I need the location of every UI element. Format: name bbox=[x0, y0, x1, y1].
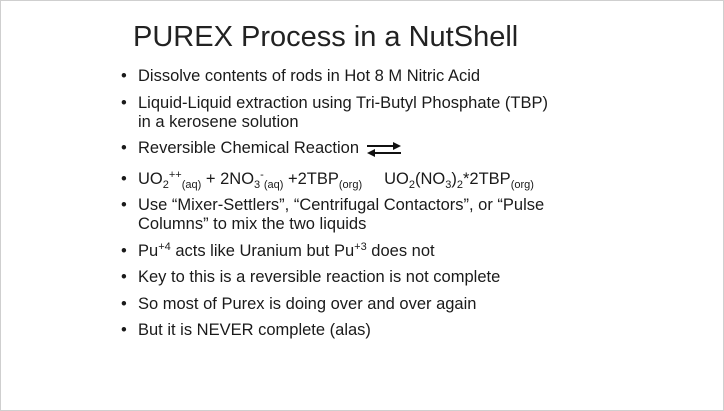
bullet-text: So most of Purex is doing over and over … bbox=[138, 294, 477, 313]
bullet-text: But it is NEVER complete (alas) bbox=[138, 321, 371, 339]
bullet-item: Use “Mixer-Settlers”, “Centrifugal Conta… bbox=[121, 196, 681, 234]
bullet-text-line2: Columns” to mix the two liquids bbox=[138, 215, 367, 233]
bullet-item: Dissolve contents of rods in Hot 8 M Nit… bbox=[121, 67, 681, 86]
bullet-text: Reversible Chemical Reaction bbox=[138, 139, 360, 157]
bullet-item: So most of Purex is doing over and over … bbox=[121, 295, 681, 314]
bullet-text-line1: Use “Mixer-Settlers”, “Centrifugal Conta… bbox=[138, 196, 545, 214]
bullet-list: Dissolve contents of rods in Hot 8 M Nit… bbox=[121, 67, 681, 348]
bullet-text-line1: Liquid-Liquid extraction using Tri-Butyl… bbox=[138, 93, 548, 112]
bullet-item-equation: UO2++(aq) + 2NO3-(aq) +2TBP(org)UO2(NO3)… bbox=[121, 168, 681, 191]
bullet-text: Pu+4 acts like Uranium but Pu+3 does not bbox=[138, 240, 435, 260]
bullet-item: Pu+4 acts like Uranium but Pu+3 does not bbox=[121, 240, 681, 261]
bullet-text-line2: in a kerosene solution bbox=[138, 112, 299, 131]
reaction-equation: UO2++(aq) + 2NO3-(aq) +2TBP(org)UO2(NO3)… bbox=[138, 168, 534, 191]
equilibrium-arrows-icon bbox=[367, 139, 402, 162]
bullet-item: But it is NEVER complete (alas) bbox=[121, 321, 681, 340]
slide-title: PUREX Process in a NutShell bbox=[133, 21, 519, 53]
bullet-item: Key to this is a reversible reaction is … bbox=[121, 268, 681, 287]
bullet-item: Reversible Chemical Reaction bbox=[121, 139, 681, 162]
bullet-item: Liquid-Liquid extraction using Tri-Butyl… bbox=[121, 94, 681, 132]
bullet-text: Dissolve contents of rods in Hot 8 M Nit… bbox=[138, 67, 481, 85]
bullet-text: Key to this is a reversible reaction is … bbox=[138, 268, 501, 286]
